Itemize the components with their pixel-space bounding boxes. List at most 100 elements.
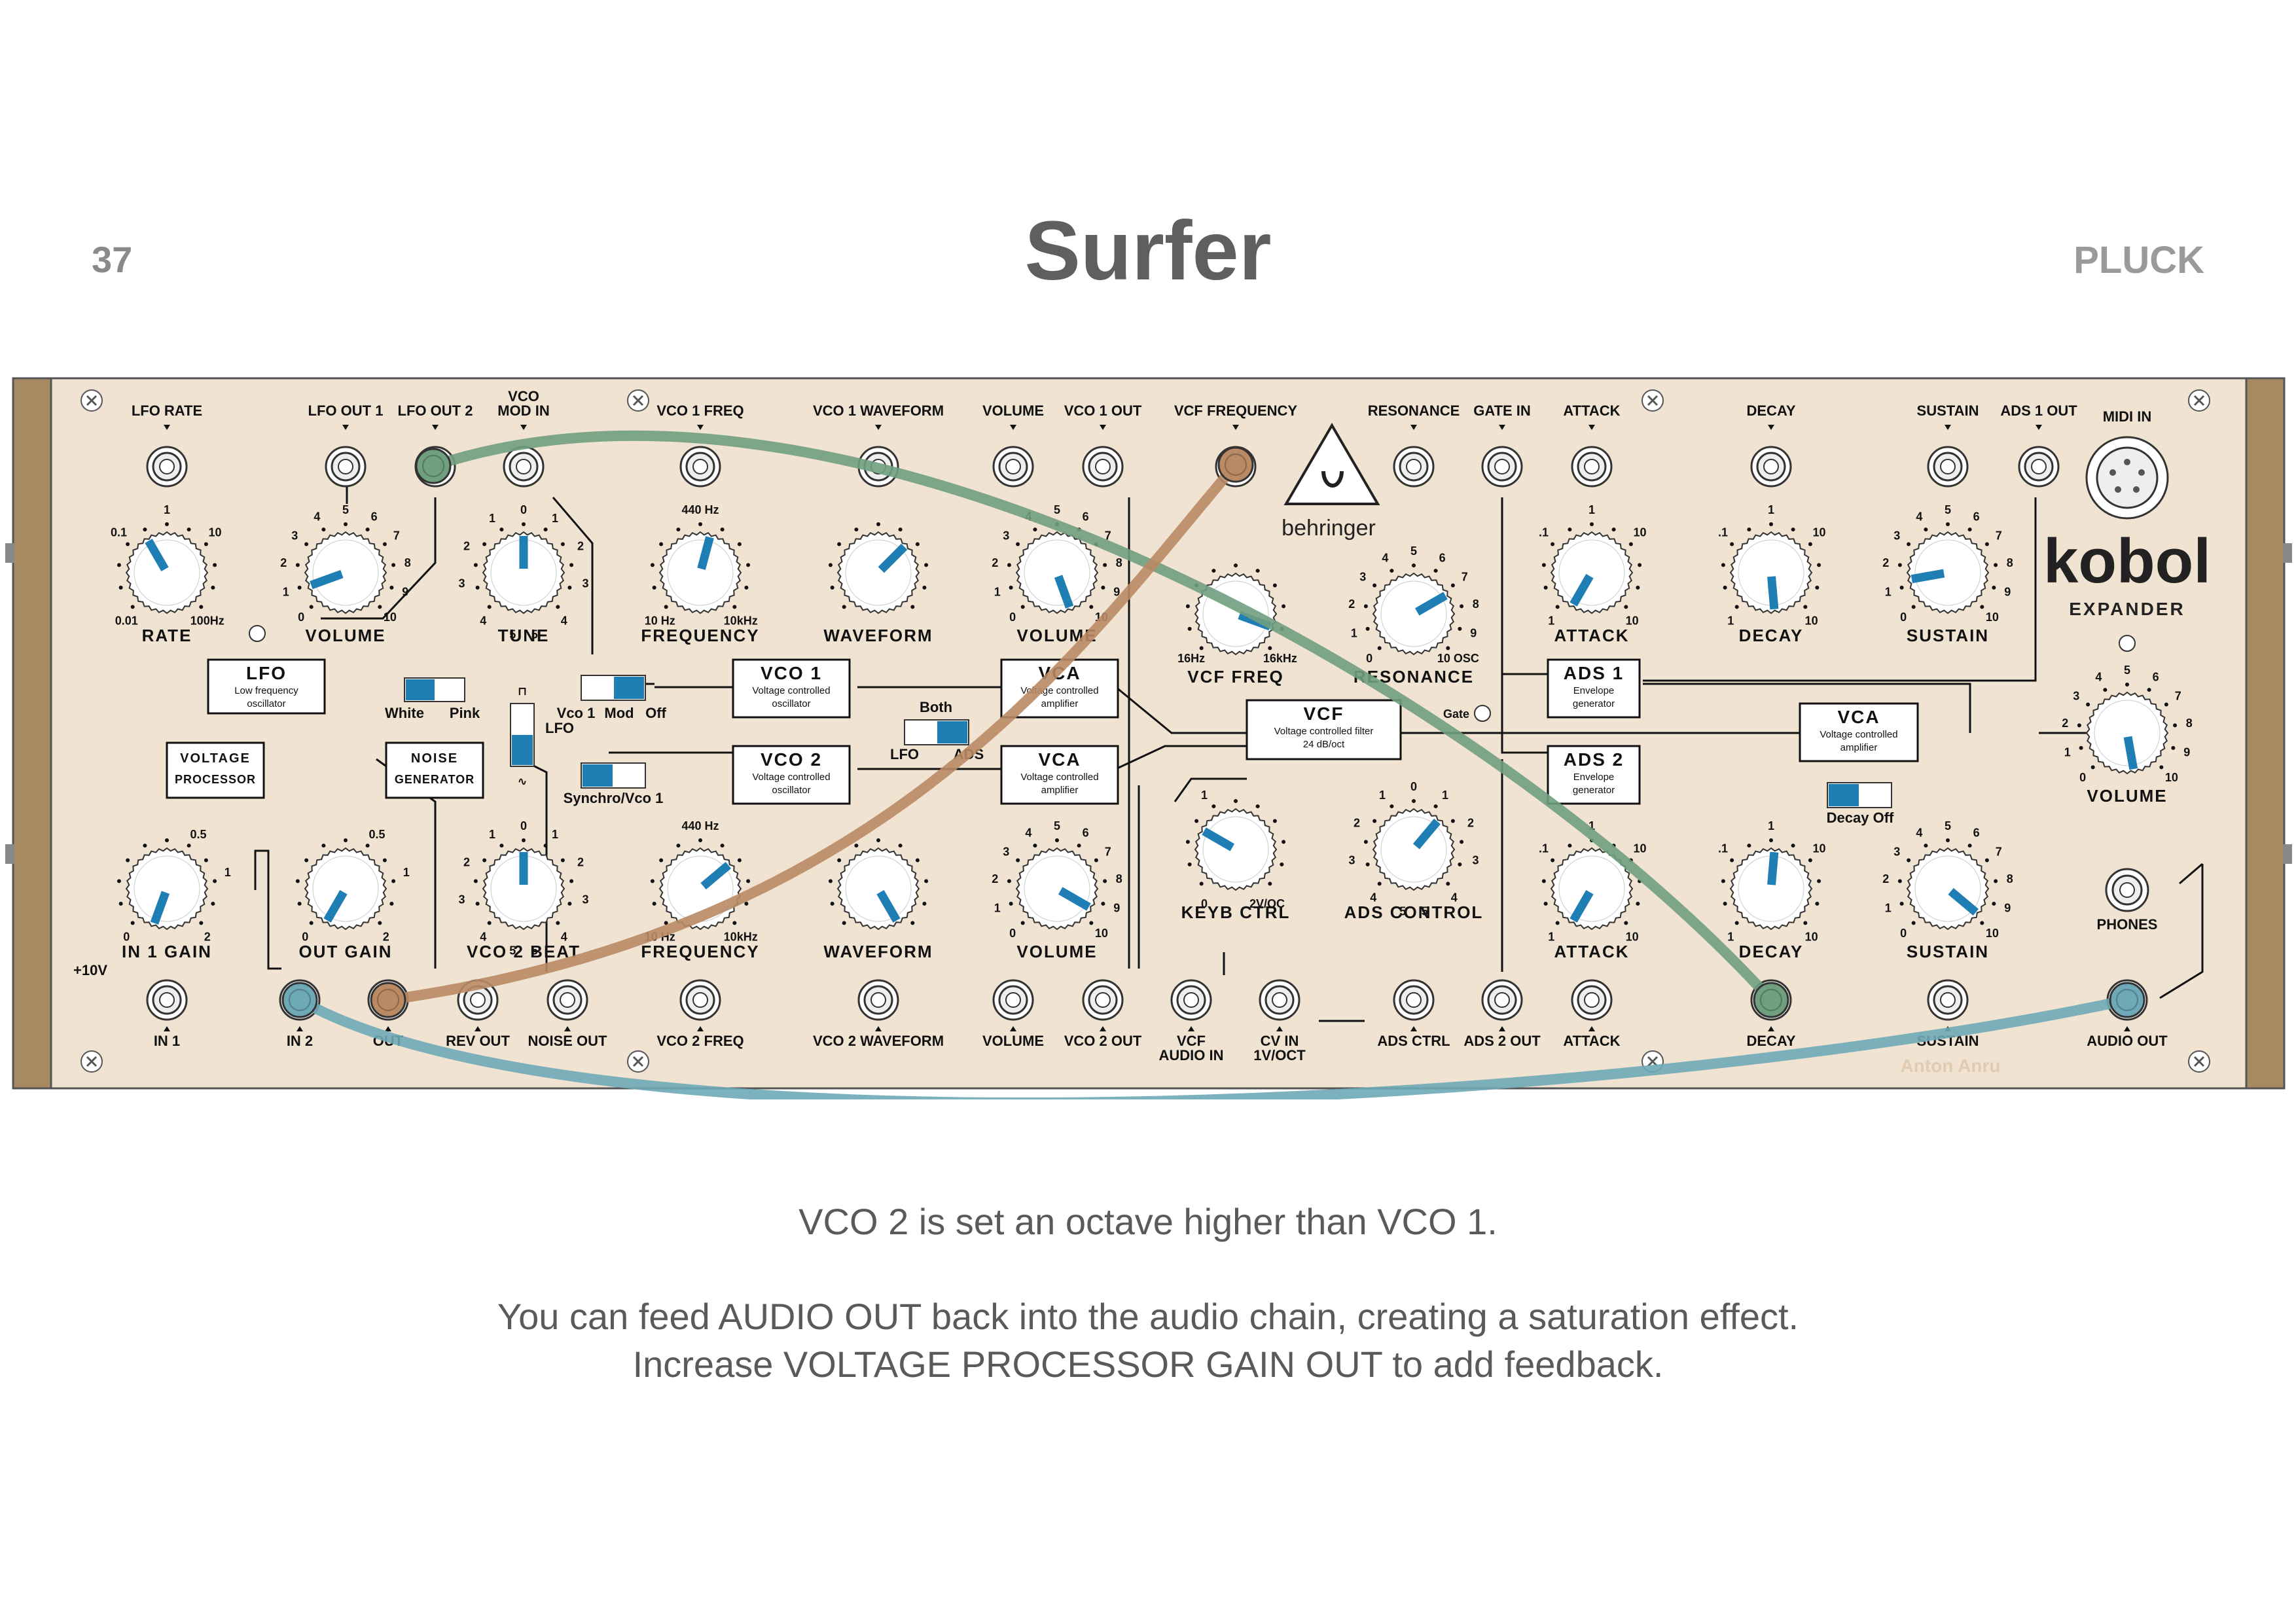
decay-off-switch[interactable]: Decay Off [1827,782,1894,826]
jack-vco2-out[interactable]: VCO 2 OUT [1064,979,1142,1049]
synchro-switch[interactable]: Synchro/Vco 1 [564,762,664,806]
jack-vco1-out[interactable]: VCO 1 OUT [1064,402,1142,488]
knob-vco1-waveform-knob[interactable]: WAVEFORM [823,522,933,645]
jack-label: ATTACK [1563,1033,1620,1049]
jack-label: LFO OUT 2 [398,402,473,419]
svg-text:Mod: Mod [604,705,634,721]
knob-tick-label: 6 [1439,552,1446,565]
knob-tick-label: 100Hz [190,615,224,628]
jack-ads1-out[interactable]: ADS 1 OUT [2000,402,2077,488]
lfo-wave-switch[interactable]: LFO ⊓ ∿ [510,685,574,788]
block-subtitle: Voltage controlled [752,772,830,783]
knob-tick-label: 5 [1054,819,1060,832]
screw-icon [2188,389,2210,412]
knob-tick-label: 1 [1885,902,1892,915]
jack-gate-in[interactable]: GATE IN [1473,402,1531,488]
jack-label: VCO [508,388,539,404]
jack-ads-ctrl[interactable]: ADS CTRL [1377,979,1450,1049]
jack-attack-bottom[interactable]: ATTACK [1563,979,1621,1049]
knob-tick-label: .1 [1718,526,1728,539]
knob-tick-label: 5 [342,503,349,516]
jack-resonance[interactable]: RESONANCE [1368,402,1460,488]
jack-lfo-rate[interactable]: LFO RATE [132,402,202,488]
power-led [2119,635,2136,652]
knob-tick-label: 3 [1893,529,1900,543]
block-subtitle: Voltage controlled [752,685,830,696]
knob-label: SUSTAIN [1907,942,1989,961]
vco1-mod-switch[interactable]: Vco 1 Mod Off [557,675,667,721]
svg-text:∿: ∿ [517,775,527,788]
jack-noise-out[interactable]: NOISE OUT [528,979,607,1049]
cable-plug[interactable] [370,982,406,1018]
jack-ads2-out[interactable]: ADS 2 OUT [1463,979,1541,1049]
cable-blue-in2-to-audio-out[interactable] [295,995,2132,1099]
knob-tick-label: 0 [1009,927,1016,940]
knob-vco2-waveform-knob[interactable]: WAVEFORM [823,838,933,961]
jack-decay-top[interactable]: DECAY [1747,402,1796,488]
midi-in-socket[interactable]: MIDI IN [2085,408,2169,520]
cable-plug[interactable] [2109,982,2145,1018]
block-subtitle: amplifier [1041,785,1079,796]
screw-icon [81,389,103,412]
jack-vco2-waveform[interactable]: VCO 2 WAVEFORM [813,979,944,1049]
knob-tick-label: 1 [283,586,289,599]
knob-tick-label: 10 [1812,526,1825,539]
block-subtitle: 24 dB/oct [1303,739,1345,750]
knob-label: VCF FREQ [1187,667,1283,687]
noise-color-switch[interactable]: White Pink [385,677,480,721]
cable-plug[interactable] [1217,446,1254,483]
jack-attack-top[interactable]: ATTACK [1563,402,1621,488]
midi-in-label: MIDI IN [2103,408,2152,425]
jack-volume-top[interactable]: VOLUME [982,402,1044,488]
knob-tick-label: 10 [1626,615,1639,628]
block-title: NOISE [411,751,458,766]
cable-plug[interactable] [415,448,452,484]
cable-plug[interactable] [1753,982,1789,1018]
jack-sustain-top[interactable]: SUSTAIN [1917,402,1979,488]
page-title: Surfer [1024,204,1272,298]
knob-tick-label: 7 [1105,846,1111,859]
jack-lfo-out-1[interactable]: LFO OUT 1 [308,402,384,488]
knob-tick-label: 6 [1083,827,1089,840]
jack-in-1[interactable]: IN 1 [146,979,188,1049]
knob-tick-label: 2 [1354,816,1360,829]
knob-tick-label: 1 [1727,615,1734,628]
knob-tick-label: 7 [2175,690,2181,703]
block-subtitle: Voltage controlled [1020,772,1098,783]
knob-tick-label: 440 Hz [681,819,719,832]
jack-volume-bottom[interactable]: VOLUME [982,979,1044,1049]
phones-jack[interactable]: PHONES [2097,868,2158,933]
block-subtitle: Voltage controlled [1820,729,1897,740]
cable-brown-vcf-frequency-to-out[interactable] [383,459,1241,1005]
cable-plug[interactable] [281,982,318,1018]
jack-label: 1V/OCT [1253,1047,1306,1063]
jack-vco2-freq[interactable]: VCO 2 FREQ [656,979,744,1049]
jack-label: AUDIO OUT [2087,1033,2168,1049]
jack-label: ATTACK [1563,402,1620,419]
block-title: VCA [1837,707,1880,727]
knob-tick-label: 10 [1805,615,1818,628]
knob-tick-label: 6 [1973,510,1980,524]
jack-vco1-freq[interactable]: VCO 1 FREQ [656,402,744,488]
jack-label: VOLUME [982,1033,1044,1049]
